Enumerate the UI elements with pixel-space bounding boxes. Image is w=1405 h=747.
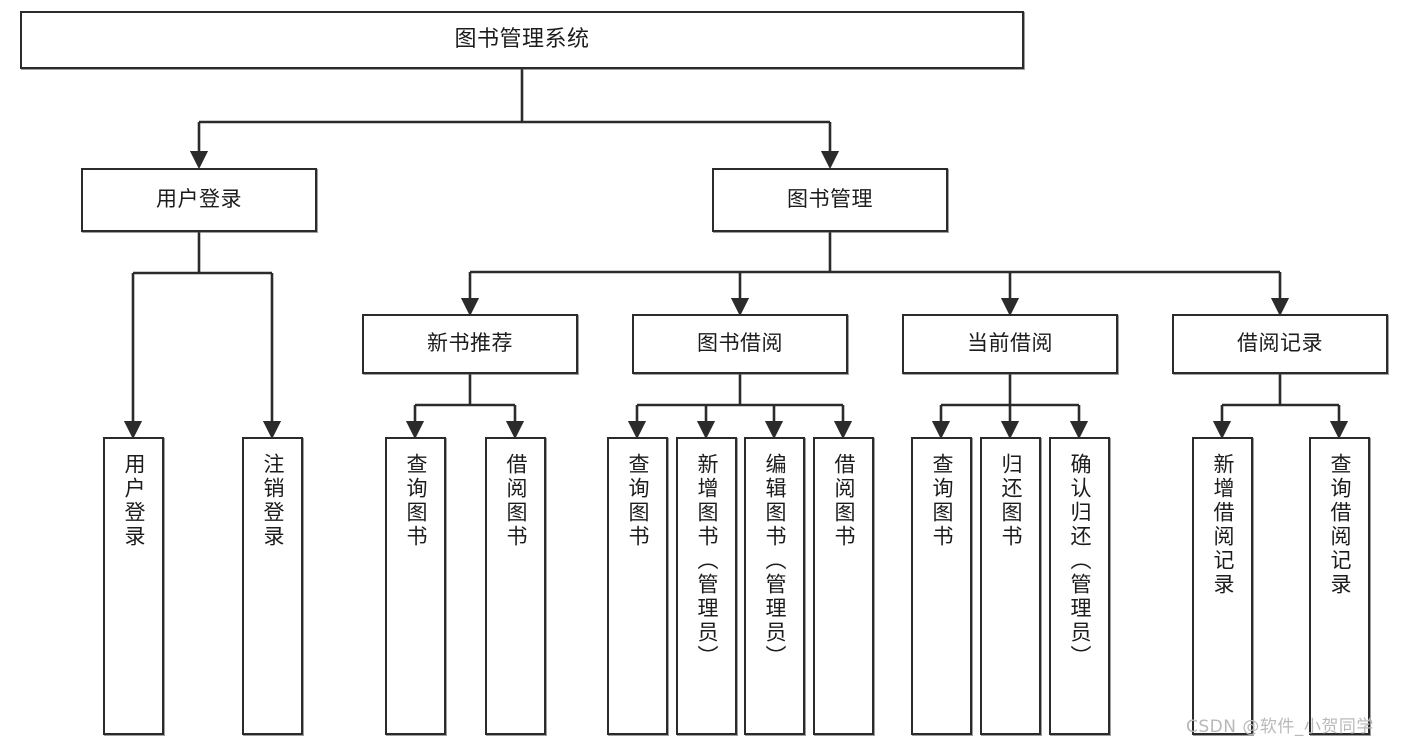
node-label: 图书管理: [787, 187, 873, 212]
node-label: 新增借阅记录: [1211, 453, 1235, 597]
node-label: 用户登录: [122, 453, 146, 549]
leaf-query-book-current[interactable]: 查询图书: [911, 437, 972, 735]
node-root-system[interactable]: 图书管理系统: [20, 11, 1024, 69]
leaf-edit-book-admin[interactable]: 编辑图书（管理员）: [744, 437, 805, 735]
leaf-logout[interactable]: 注销登录: [242, 437, 303, 735]
node-label: 借阅记录: [1237, 331, 1323, 356]
node-label: 新增图书（管理员）: [695, 453, 719, 669]
leaf-query-borrow-record[interactable]: 查询借阅记录: [1309, 437, 1370, 735]
leaf-add-book-admin[interactable]: 新增图书（管理员）: [676, 437, 737, 735]
node-label: 归还图书: [999, 453, 1023, 549]
leaf-add-borrow-record[interactable]: 新增借阅记录: [1192, 437, 1253, 735]
node-label: 当前借阅: [967, 331, 1053, 356]
node-label: 查询借阅记录: [1328, 453, 1352, 597]
node-user-login[interactable]: 用户登录: [81, 168, 317, 232]
leaf-user-login[interactable]: 用户登录: [103, 437, 164, 735]
leaf-return-book[interactable]: 归还图书: [980, 437, 1041, 735]
node-label: 图书管理系统: [454, 26, 590, 52]
node-label: 借阅图书: [504, 453, 528, 549]
leaf-query-book-borrow[interactable]: 查询图书: [607, 437, 668, 735]
node-book-management[interactable]: 图书管理: [712, 168, 948, 232]
node-label: 查询图书: [626, 453, 650, 549]
leaf-borrow-book[interactable]: 借阅图书: [813, 437, 874, 735]
node-label: 新书推荐: [427, 331, 513, 356]
node-book-borrow[interactable]: 图书借阅: [632, 314, 848, 374]
leaf-borrow-book-recommend[interactable]: 借阅图书: [485, 437, 546, 735]
node-current-borrow[interactable]: 当前借阅: [902, 314, 1118, 374]
node-label: 确认归还（管理员）: [1068, 453, 1092, 669]
node-label: 编辑图书（管理员）: [763, 453, 787, 669]
node-label: 借阅图书: [832, 453, 856, 549]
leaf-confirm-return-admin[interactable]: 确认归还（管理员）: [1049, 437, 1110, 735]
node-borrow-records[interactable]: 借阅记录: [1172, 314, 1388, 374]
leaf-query-book-recommend[interactable]: 查询图书: [385, 437, 446, 735]
node-label: 查询图书: [404, 453, 428, 549]
node-label: 图书借阅: [697, 331, 783, 356]
node-new-book-recommend[interactable]: 新书推荐: [362, 314, 578, 374]
node-label: 用户登录: [156, 187, 242, 212]
node-label: 注销登录: [261, 453, 285, 549]
node-label: 查询图书: [930, 453, 954, 549]
